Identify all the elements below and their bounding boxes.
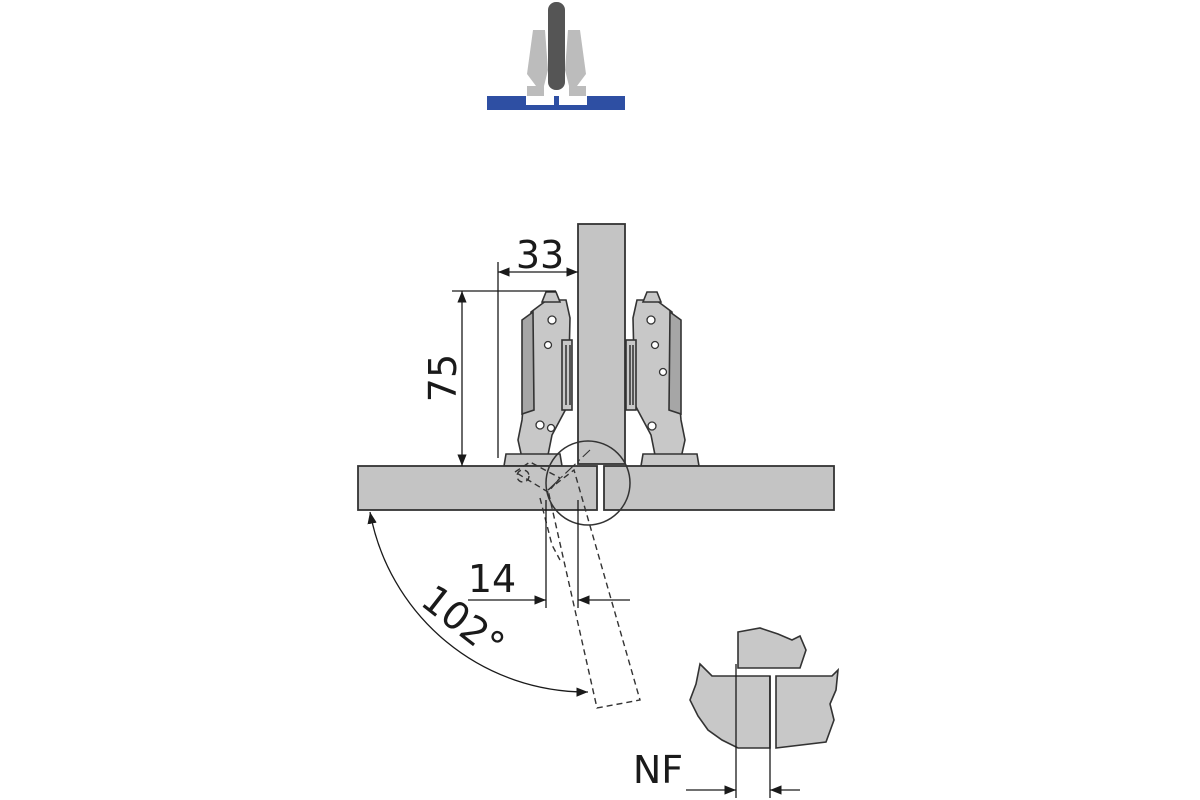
dimension-33-label: 33 — [516, 233, 564, 277]
icon-center-panel — [548, 2, 565, 90]
angle-102: 102° — [367, 511, 589, 697]
detail-partition — [737, 627, 807, 669]
dimension-14: 14 — [468, 500, 630, 608]
mounting-type-icon — [487, 2, 625, 110]
dimension-75-label: 75 — [421, 354, 465, 402]
right-hinge — [625, 291, 700, 467]
detail-left-door — [689, 662, 771, 749]
right-door-panel — [603, 465, 835, 511]
icon-left-hinge — [527, 30, 548, 86]
dimension-14-label: 14 — [468, 557, 516, 601]
detail-circle — [545, 440, 631, 526]
left-door-panel — [357, 465, 598, 511]
center-partition-panel — [577, 223, 626, 465]
icon-left-cup — [526, 96, 554, 105]
left-hinge — [503, 291, 573, 467]
dimension-75: 75 — [421, 290, 556, 466]
detail-view: NF — [633, 627, 840, 798]
dimension-33: 33 — [497, 233, 578, 458]
detail-right-door — [775, 667, 840, 749]
gap-nf-label: NF — [633, 748, 683, 792]
icon-right-hinge — [565, 30, 586, 86]
icon-blue-base — [487, 96, 625, 110]
icon-right-cup — [559, 96, 587, 105]
